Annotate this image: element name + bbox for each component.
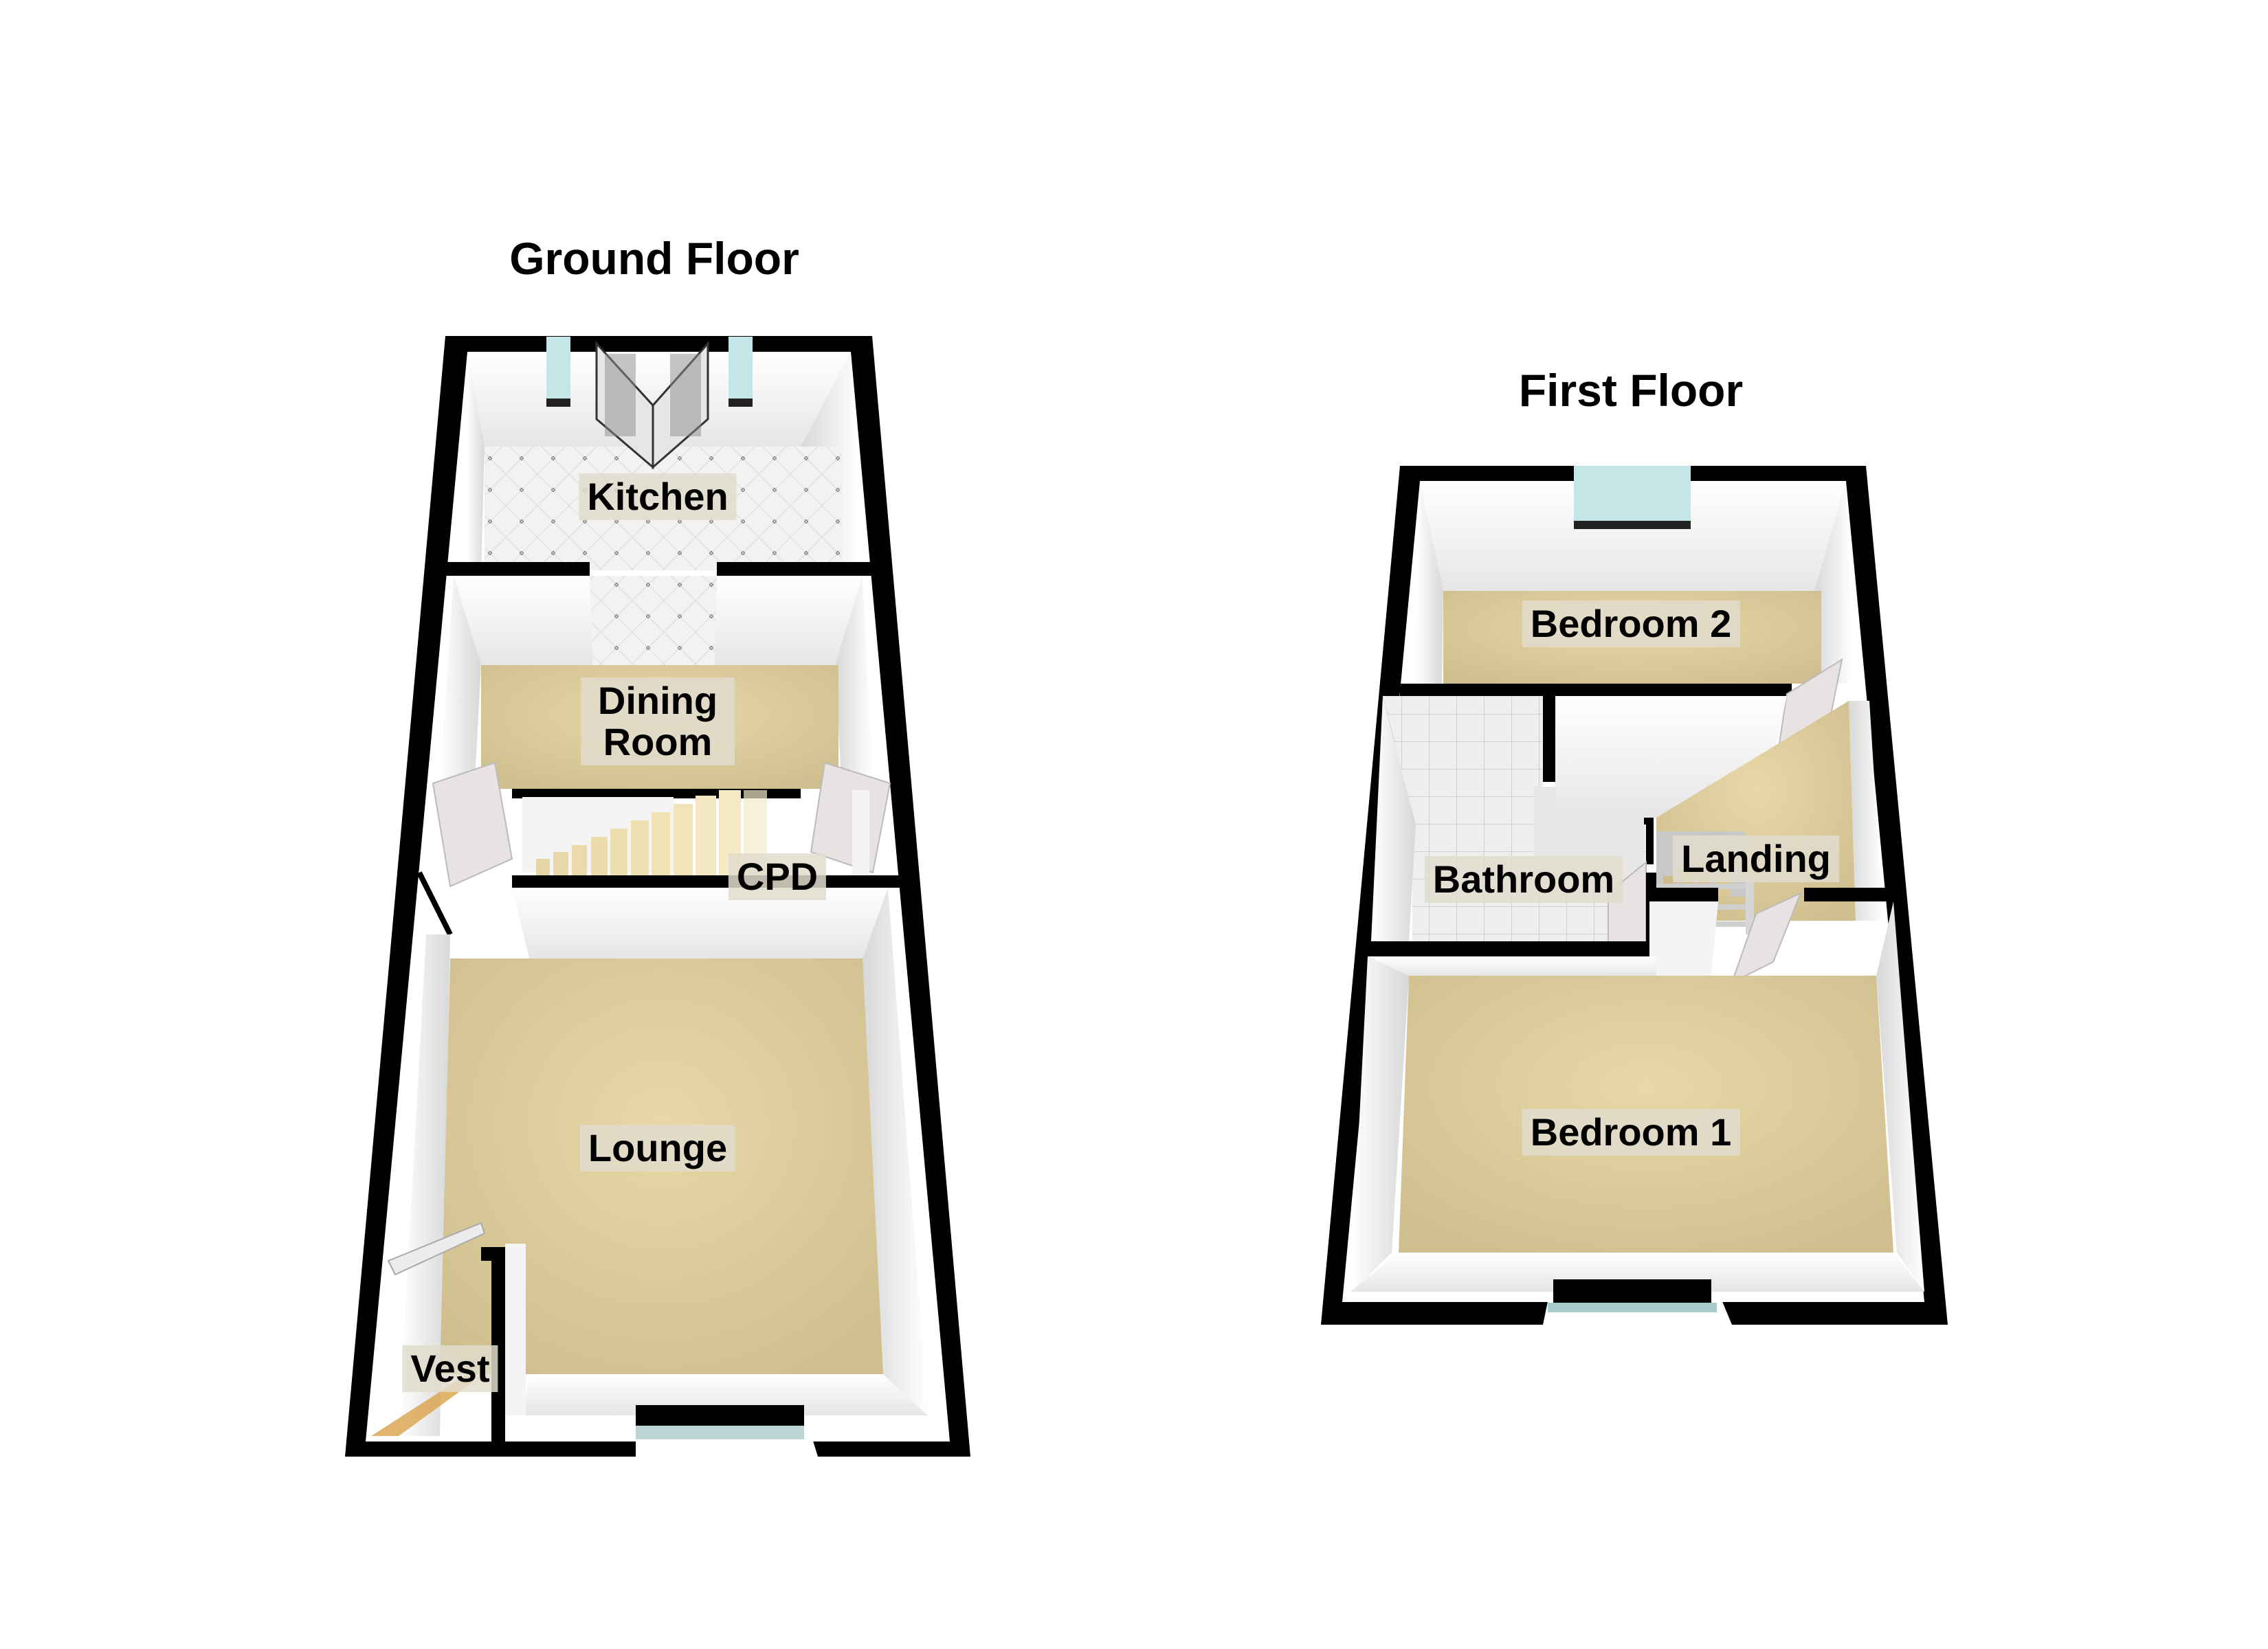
room-label-dining-room-line2: Room [603,720,713,763]
dining-door-right [810,761,891,874]
room-label-lounge: Lounge [579,1125,736,1171]
room-label-vest: Vest [402,1345,498,1392]
room-label-bedroom-2: Bedroom 2 [1522,601,1740,647]
first-floor-plan [1321,466,1948,1325]
ground-floor-plan [345,336,970,1457]
room-label-dining-room: Dining Room [581,677,735,765]
first-floor-title: First Floor [1518,365,1744,416]
ground-floor-title: Ground Floor [509,233,799,284]
bedroom-1-door [1731,892,1802,984]
room-label-bedroom-1: Bedroom 1 [1522,1109,1740,1156]
kitchen-window-left [546,337,570,405]
vest-door [387,1222,486,1276]
room-label-dining-room-line1: Dining [597,679,718,722]
room-label-landing: Landing [1673,835,1839,882]
bedroom-2-window [1574,466,1691,524]
room-label-bathroom: Bathroom [1424,856,1623,903]
dining-door-left [432,761,513,888]
room-label-kitchen: Kitchen [579,473,737,520]
kitchen-window-right [729,337,753,405]
room-label-cpd: CPD [728,853,827,900]
